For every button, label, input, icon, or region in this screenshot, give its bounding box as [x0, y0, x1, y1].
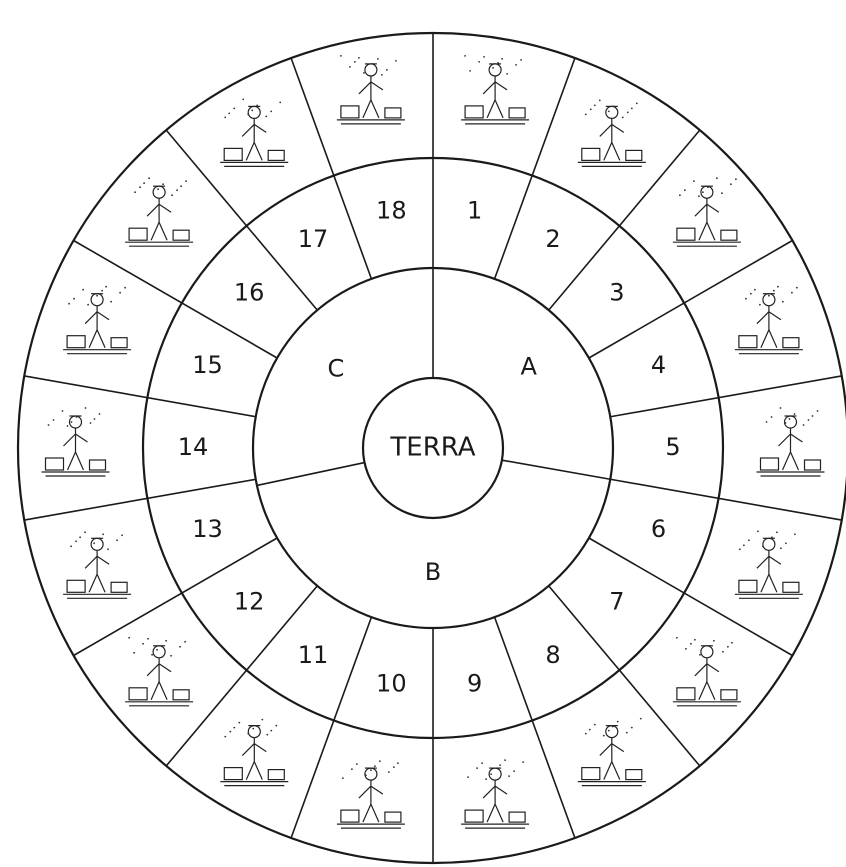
step-number: 2 [545, 225, 560, 253]
center-label: TERRA [389, 433, 475, 463]
step-illustration [673, 177, 741, 246]
step-number: 5 [665, 433, 680, 461]
step-number: 10 [376, 669, 407, 697]
step-illustration [578, 718, 646, 786]
step-illustration [220, 719, 288, 786]
step-illustration [63, 286, 131, 354]
step-illustration [461, 759, 529, 828]
step-number: 14 [178, 433, 209, 461]
step-illustration [673, 637, 741, 706]
step-number: 18 [376, 197, 407, 225]
step-number: 11 [298, 641, 329, 669]
step-illustration [42, 407, 110, 476]
step-number: 17 [298, 225, 329, 253]
step-number: 3 [609, 279, 624, 307]
step-number: 13 [192, 515, 223, 543]
group-letter-a: A [521, 353, 538, 381]
step-illustration [735, 530, 803, 598]
group-letters: A B C [327, 353, 537, 586]
step-illustration [337, 55, 405, 124]
step-illustration [757, 407, 825, 476]
step-illustration [63, 531, 131, 598]
step-illustration [220, 98, 288, 166]
group-letter-b: B [425, 558, 441, 586]
segment-divider [24, 479, 255, 520]
step-number: 15 [192, 351, 223, 379]
step-illustration [125, 637, 193, 706]
step-illustration [125, 177, 193, 246]
step-illustration [578, 99, 646, 166]
segment-divider [610, 479, 841, 520]
step-number: 8 [545, 641, 560, 669]
group-divider [502, 460, 610, 479]
step-illustration [337, 760, 405, 828]
step-number: 6 [651, 515, 666, 543]
step-number: 7 [609, 587, 624, 615]
step-illustration [735, 286, 803, 354]
step-number: 9 [467, 669, 482, 697]
step-number: 16 [234, 279, 265, 307]
step-illustration [461, 55, 529, 124]
segment-divider [24, 376, 255, 417]
step-number: 4 [651, 351, 666, 379]
group-letter-c: C [327, 354, 344, 382]
group-divider [257, 463, 365, 486]
step-number: 12 [234, 587, 265, 615]
step-number: 1 [467, 197, 482, 225]
segment-divider [610, 376, 841, 417]
